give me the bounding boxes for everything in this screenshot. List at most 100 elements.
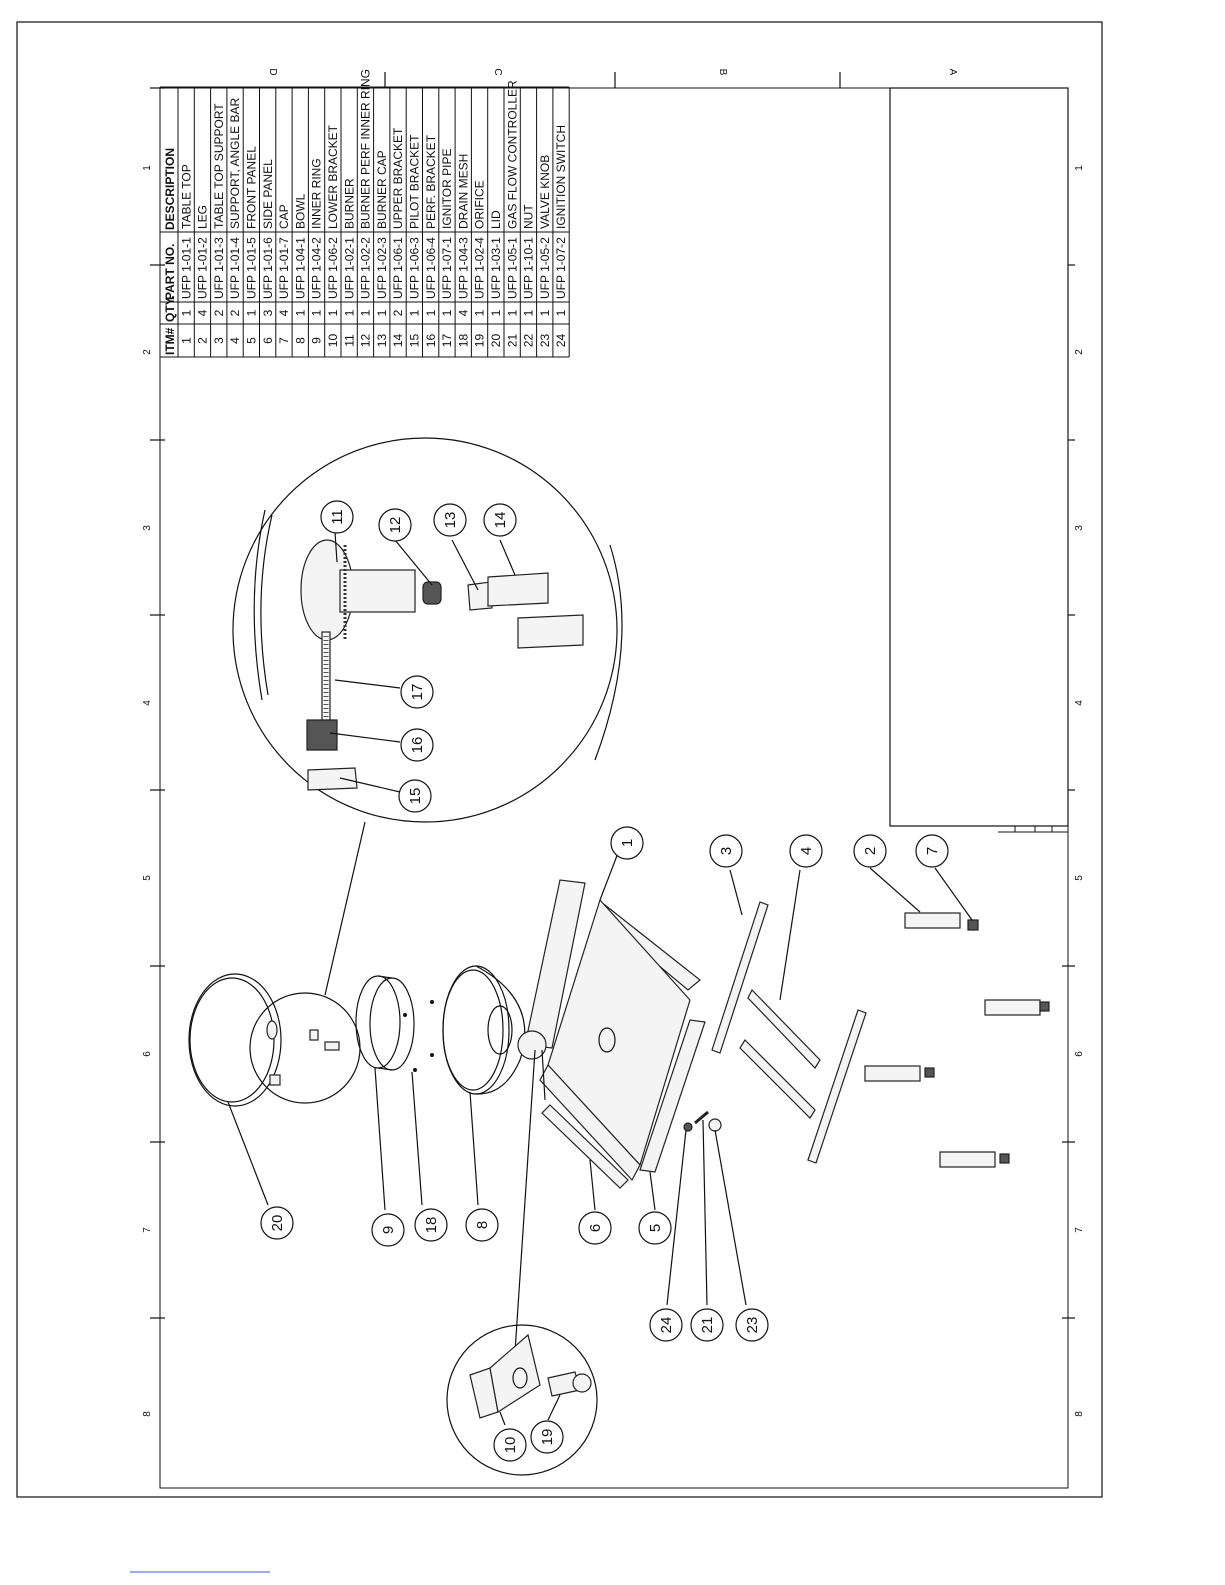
bom-cell: UFP 1-05-2 bbox=[538, 237, 552, 299]
balloon-10: 10 bbox=[493, 1428, 527, 1462]
bom-cell: 1 bbox=[473, 309, 487, 316]
bom-header-cell: QTY. bbox=[163, 295, 177, 322]
bom-cell: UFP 1-02-1 bbox=[342, 237, 356, 299]
bom-cell: 1 bbox=[326, 309, 340, 316]
leader-12 bbox=[394, 539, 433, 586]
balloon-18: 18 bbox=[414, 1208, 448, 1242]
bowl-8-rim bbox=[442, 965, 510, 1095]
zone-letter: D bbox=[267, 68, 278, 75]
zone-numbers-left: 1 2 3 4 5 6 7 8 bbox=[142, 165, 153, 1417]
mini-bracket bbox=[269, 1074, 281, 1086]
balloon-label: 20 bbox=[269, 1215, 286, 1232]
balloon-7: 7 bbox=[915, 834, 949, 868]
bom-cell: 2 bbox=[196, 337, 210, 344]
bom-grid bbox=[159, 86, 570, 358]
bom-cell: 2 bbox=[391, 309, 405, 316]
bom-cell: FRONT PANEL bbox=[245, 146, 259, 229]
zone-number: 7 bbox=[1074, 1227, 1085, 1233]
bom-cell: 3 bbox=[212, 337, 226, 344]
leader-11 bbox=[334, 531, 338, 563]
leader-9 bbox=[374, 1067, 386, 1211]
mini-burner-detail bbox=[249, 992, 361, 1104]
balloon-2: 2 bbox=[853, 834, 887, 868]
drain-mesh-18b bbox=[430, 1000, 434, 1004]
bom-cell: UFP 1-01-6 bbox=[261, 237, 275, 299]
support-angle-bar-4b bbox=[747, 988, 821, 1069]
zone-letter: C bbox=[492, 68, 503, 75]
bom-cell: LOWER BRACKET bbox=[326, 124, 340, 229]
bom-cell: 2 bbox=[228, 309, 242, 316]
bom-cell: 18 bbox=[456, 334, 470, 348]
inner-ring-edge-bottom bbox=[377, 1067, 393, 1071]
upper-bracket-14b bbox=[517, 614, 584, 649]
leader-4 bbox=[779, 869, 801, 1001]
bowl-arc-right bbox=[594, 544, 623, 761]
zone-number: 5 bbox=[142, 875, 153, 881]
bom-cell: 9 bbox=[310, 337, 324, 344]
bom-cell: 10 bbox=[326, 334, 340, 348]
bom-cell: UFP 1-01-7 bbox=[277, 237, 291, 299]
bom-cell: 24 bbox=[554, 334, 568, 348]
inner-ring-edge-top bbox=[377, 975, 393, 979]
bom-cell: 3 bbox=[261, 309, 275, 316]
balloon-label: 7 bbox=[924, 847, 941, 855]
bom-cell: 1 bbox=[522, 309, 536, 316]
zone-number: 6 bbox=[1074, 1051, 1085, 1057]
leader-21 bbox=[702, 1119, 708, 1306]
balloons: 11 12 13 14 17 16 15 1 3 4 2 7 20 9 18 8… bbox=[260, 500, 949, 1462]
bom-cell: BURNER bbox=[342, 178, 356, 229]
leg-2d bbox=[939, 1151, 996, 1168]
bom-cell: 1 bbox=[179, 309, 193, 316]
bom-cell: DRAIN MESH bbox=[456, 154, 470, 229]
bom-cell: UFP 1-10-1 bbox=[522, 237, 536, 299]
lid-and-bowl-assembly bbox=[188, 821, 526, 1211]
balloon-21: 21 bbox=[690, 1308, 724, 1342]
bom-cell: 23 bbox=[538, 334, 552, 348]
balloon-label: 4 bbox=[798, 847, 815, 855]
bom-cell: IGNITION SWITCH bbox=[554, 125, 568, 229]
bom-cell: 2 bbox=[212, 309, 226, 316]
leader-5 bbox=[649, 1171, 656, 1211]
drain-mesh-18a bbox=[403, 1013, 407, 1017]
bom-cell: 5 bbox=[245, 337, 259, 344]
balloon-17: 17 bbox=[400, 675, 434, 709]
balloon-label: 19 bbox=[539, 1429, 556, 1446]
leader-10 bbox=[499, 1411, 506, 1426]
leader-15 bbox=[339, 777, 401, 793]
zone-number: 8 bbox=[1074, 1411, 1085, 1417]
bom-cell: 19 bbox=[473, 334, 487, 348]
bom-cell: TABLE TOP SUPPORT bbox=[212, 103, 226, 229]
bom-cell: 1 bbox=[293, 309, 307, 316]
detail-view-burner bbox=[232, 437, 623, 823]
inner-ring-9-back bbox=[369, 977, 415, 1071]
bom-cell: SUPPORT, ANGLE BAR bbox=[228, 98, 242, 229]
bom-cell: 1 bbox=[359, 309, 373, 316]
balloon-24: 24 bbox=[649, 1308, 683, 1342]
leader-17 bbox=[334, 679, 401, 689]
leader-18 bbox=[411, 1071, 423, 1206]
mini-orifice-detail bbox=[517, 1030, 547, 1060]
bom-cell: 1 bbox=[342, 309, 356, 316]
table-top-hole bbox=[598, 1027, 616, 1053]
lower-bracket-10b bbox=[489, 1333, 541, 1413]
balloon-15: 15 bbox=[398, 779, 432, 813]
bom-header-cell: DESCRIPTION bbox=[163, 148, 177, 230]
detail-circle-lower bbox=[446, 1324, 598, 1476]
balloon-8: 8 bbox=[465, 1208, 499, 1242]
bom-cell: 1 bbox=[440, 309, 454, 316]
bom-header-cell: PART NO. bbox=[163, 244, 177, 300]
mini-bracket-b bbox=[324, 1041, 340, 1051]
bom-cell: BURNER PERF INNER RING bbox=[359, 69, 373, 229]
bracket-hole bbox=[512, 1367, 528, 1389]
bowl-arc-left-inner bbox=[260, 514, 273, 696]
bom-cell: 22 bbox=[522, 334, 536, 348]
ignition-switch-part bbox=[683, 1122, 693, 1132]
orifice-19-nut bbox=[572, 1373, 592, 1393]
bom-cell: 1 bbox=[179, 337, 193, 344]
bom-cell: SIDE PANEL bbox=[261, 159, 275, 229]
bom-cell: UFP 1-04-3 bbox=[456, 237, 470, 299]
balloon-label: 15 bbox=[407, 788, 424, 805]
gas-flow-controller-part bbox=[694, 1110, 709, 1125]
bom-cell: 1 bbox=[375, 309, 389, 316]
balloon-14: 14 bbox=[483, 503, 517, 537]
